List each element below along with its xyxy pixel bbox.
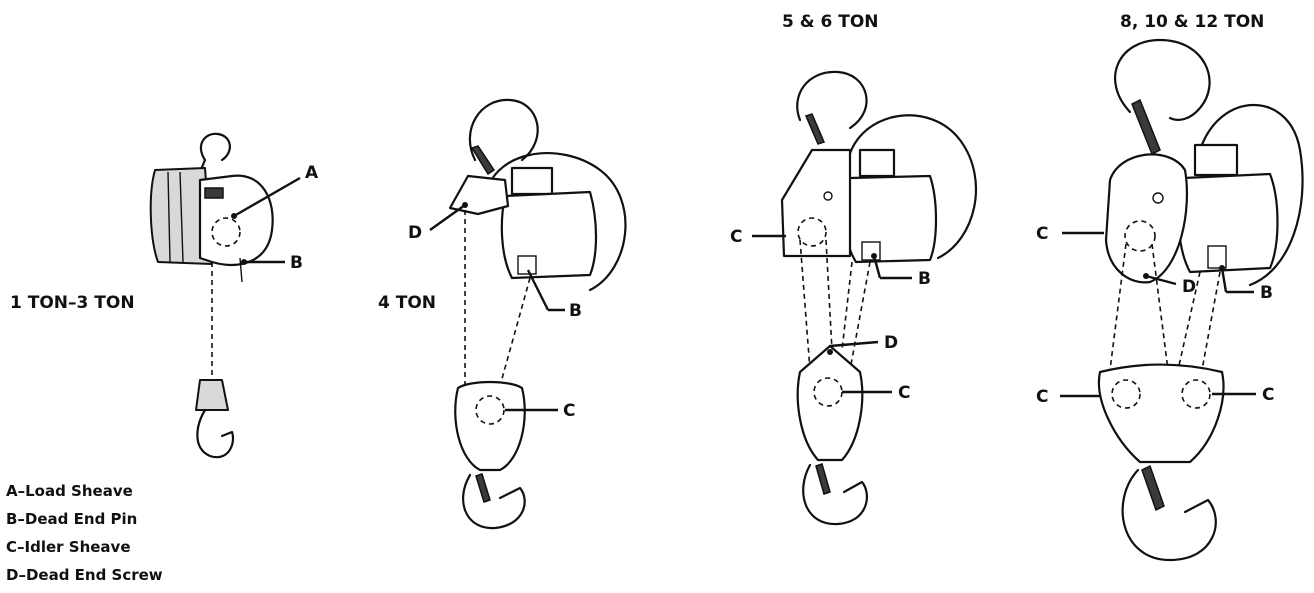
legend-item-A: A–Load Sheave <box>6 482 133 500</box>
size-label-1-3-ton: 1 TON–3 TON <box>10 293 135 313</box>
callout-B: B <box>569 301 582 321</box>
hoist-8-10-12-ton: 8, 10 & 12 TON C D B <box>1036 12 1304 562</box>
motor-housing <box>1177 172 1279 274</box>
callout-C-upper: C <box>1036 224 1048 244</box>
top-hook <box>796 70 868 130</box>
callout-C: C <box>563 401 575 421</box>
legend: A–Load Sheave B–Dead End Pin C–Idler She… <box>6 482 163 584</box>
size-label-8-10-12-ton: 8, 10 & 12 TON <box>1120 12 1264 32</box>
bottom-block <box>1097 363 1225 464</box>
idler-sheave-C <box>475 395 505 425</box>
callout-C-lower-right: C <box>1262 385 1274 405</box>
size-label-5-6-ton: 5 & 6 TON <box>782 12 879 32</box>
idler-sheave-lower-left <box>1111 379 1141 409</box>
bottom-hook <box>1121 468 1217 562</box>
bottom-block <box>796 344 864 462</box>
dead-end-pin-B <box>241 259 247 265</box>
callout-D: D <box>1182 277 1196 297</box>
callout-B: B <box>918 269 931 289</box>
top-hook <box>199 132 231 162</box>
bottom-hook <box>196 408 235 459</box>
motor-top <box>858 148 896 178</box>
callout-C-upper: C <box>730 227 742 247</box>
motor-top <box>510 166 554 196</box>
legend-item-C: C–Idler Sheave <box>6 538 131 556</box>
gear-case <box>1104 153 1189 284</box>
hoist-5-6-ton: 5 & 6 TON C B D C <box>730 12 978 526</box>
idler-sheave-lower-right <box>1181 379 1211 409</box>
callout-B: B <box>1260 283 1273 303</box>
hand-wheel <box>846 114 978 260</box>
hand-wheel <box>1198 103 1304 287</box>
callout-C-lower-left: C <box>1036 387 1048 407</box>
top-hook <box>1114 38 1211 121</box>
motor-housing <box>843 174 938 264</box>
motor-top <box>1193 143 1239 177</box>
bottom-block <box>454 380 526 472</box>
motor-housing <box>500 190 598 280</box>
legend-item-B: B–Dead End Pin <box>6 510 137 528</box>
hand-wheel <box>483 152 627 292</box>
callout-D: D <box>884 333 898 353</box>
callout-A: A <box>305 163 319 183</box>
idler-sheave-upper <box>797 217 827 247</box>
hoist-4-ton: D B C 4 TON <box>378 98 627 530</box>
gear-case <box>780 148 852 258</box>
load-sheave-A <box>211 217 241 247</box>
callout-C-lower: C <box>898 383 910 403</box>
size-label-4-ton: 4 TON <box>378 293 436 313</box>
hoist-1-3-ton: A B 1 TON–3 TON <box>10 132 319 459</box>
legend-item-D: D–Dead End Screw <box>6 566 163 584</box>
bottom-block <box>195 379 229 411</box>
top-hook <box>468 98 539 162</box>
bottom-hook <box>462 473 526 530</box>
callout-B: B <box>290 253 303 273</box>
idler-sheave-upper <box>1124 220 1156 252</box>
callout-D: D <box>408 223 422 243</box>
nameplate <box>204 187 224 199</box>
bottom-hook <box>802 463 868 526</box>
